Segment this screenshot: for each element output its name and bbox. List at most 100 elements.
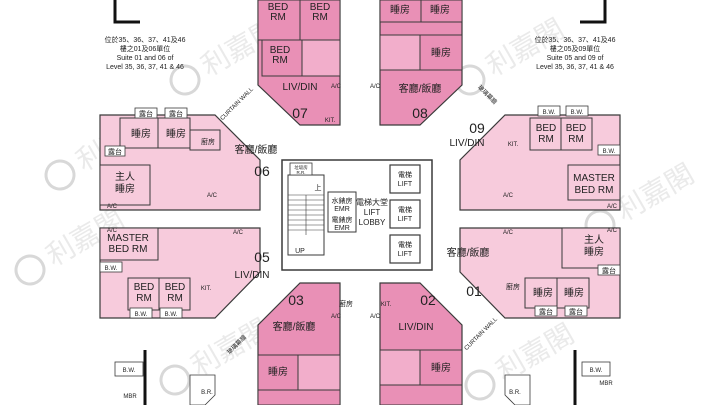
unit-06: 露台 露台 露台 睡房 睡房 主人 睡房 廚房 客廳/飯廳 06 A/C A/C… (99, 86, 277, 211)
svg-text:LIFT: LIFT (364, 208, 381, 217)
svg-text:A/C: A/C (607, 228, 618, 234)
svg-text:睡房: 睡房 (584, 245, 604, 258)
svg-text:玻璃幕牆: 玻璃幕牆 (476, 83, 499, 106)
unit-number: 05 (254, 249, 270, 265)
svg-text:B.W.: B.W. (543, 110, 556, 116)
unit-number: 08 (412, 105, 428, 121)
svg-text:A/C: A/C (331, 84, 342, 90)
svg-text:B.W.: B.W. (135, 312, 148, 318)
svg-text:A/C: A/C (107, 228, 118, 234)
svg-text:睡房: 睡房 (390, 3, 410, 16)
svg-text:位於35、36、37、41及46: 位於35、36、37、41及46 (105, 35, 186, 44)
svg-text:電梯大堂: 電梯大堂 (356, 197, 388, 207)
unit-08: 睡房 睡房 睡房 客廳/飯廳 08 A/C (370, 0, 463, 126)
ricacorp-logo-icon (169, 64, 201, 96)
corner-marker (113, 0, 140, 24)
unit-number: 09 (469, 120, 485, 136)
ricacorp-logo-icon (159, 364, 191, 396)
ricacorp-logo-icon (14, 254, 46, 286)
svg-text:位於35、36、37、41及46: 位於35、36、37、41及46 (535, 35, 616, 44)
svg-text:客廳/飯廳: 客廳/飯廳 (399, 82, 442, 95)
svg-text:Level 35, 36, 37, 41 & 46: Level 35, 36, 37, 41 & 46 (536, 64, 614, 71)
svg-text:A/C: A/C (503, 193, 514, 199)
lift-1: 電梯 LIFT (389, 164, 421, 194)
building-core: 上 UP 垃圾房 R.R. 水錶房 EMR 電錶房 EMR 電梯大堂 LIFT … (281, 159, 433, 271)
svg-text:電梯: 電梯 (398, 170, 412, 179)
svg-text:LIV/DIN: LIV/DIN (282, 82, 317, 93)
unit-number: 02 (420, 292, 436, 308)
svg-text:睡房: 睡房 (564, 286, 584, 299)
svg-text:B.W.: B.W. (590, 368, 603, 374)
svg-text:電梯: 電梯 (398, 240, 412, 249)
svg-text:UP: UP (295, 248, 305, 255)
svg-text:RM: RM (270, 12, 286, 23)
svg-text:睡房: 睡房 (115, 182, 135, 195)
unit-02: 02 LIV/DIN 睡房 KIT. A/C CURTAIN WALL (370, 282, 500, 405)
svg-text:睡房: 睡房 (431, 46, 451, 59)
svg-text:A/C: A/C (331, 314, 342, 320)
svg-text:B.W.: B.W. (571, 110, 584, 116)
svg-text:樓之05及09單位: 樓之05及09單位 (550, 44, 601, 53)
emr-room (327, 191, 357, 233)
note-left: 位於35、36、37、41及46 樓之01及06單位 Suite 01 and … (105, 35, 186, 71)
svg-text:LIFT: LIFT (398, 181, 413, 188)
svg-text:A/C: A/C (370, 314, 381, 320)
ricacorp-logo-icon (44, 159, 76, 191)
svg-text:KIT.: KIT. (508, 142, 519, 148)
ricacorp-logo-icon (464, 369, 496, 401)
svg-text:睡房: 睡房 (268, 365, 288, 378)
svg-text:垃圾房: 垃圾房 (294, 164, 308, 171)
svg-text:RM: RM (312, 12, 328, 23)
svg-text:BED: BED (310, 2, 331, 13)
svg-text:B.W.: B.W. (165, 312, 178, 318)
svg-text:主人: 主人 (584, 234, 604, 246)
svg-text:LOBBY: LOBBY (359, 218, 386, 227)
svg-text:露台: 露台 (108, 147, 122, 156)
svg-text:BED: BED (536, 123, 557, 134)
svg-text:RM: RM (272, 55, 288, 66)
svg-text:LIFT: LIFT (398, 216, 413, 223)
unit-03: 03 客廳/飯廳 睡房 廚房 A/C 玻璃幕牆 (225, 282, 353, 405)
svg-text:水錶房: 水錶房 (332, 196, 353, 205)
svg-text:A/C: A/C (607, 204, 618, 210)
svg-text:BED: BED (566, 123, 587, 134)
svg-text:RM: RM (568, 134, 584, 145)
svg-text:EMR: EMR (334, 206, 350, 213)
svg-text:KIT.: KIT. (325, 118, 336, 124)
svg-text:電梯: 電梯 (398, 205, 412, 214)
svg-text:睡房: 睡房 (533, 286, 553, 299)
svg-text:MBR: MBR (123, 394, 137, 400)
svg-text:客廳/飯廳: 客廳/飯廳 (273, 320, 316, 333)
svg-text:B.R.: B.R. (201, 390, 213, 396)
note-right: 位於35、36、37、41及46 樓之05及09單位 Suite 05 and … (535, 35, 616, 71)
svg-text:BED: BED (134, 282, 155, 293)
svg-text:BED RM: BED RM (109, 244, 148, 255)
svg-text:MASTER: MASTER (573, 173, 615, 184)
svg-text:CURTAIN WALL: CURTAIN WALL (220, 86, 256, 122)
svg-text:BED: BED (268, 2, 289, 13)
svg-text:LIV/DIN: LIV/DIN (398, 322, 433, 333)
svg-text:CURTAIN WALL: CURTAIN WALL (464, 316, 500, 352)
svg-text:A/C: A/C (207, 193, 218, 199)
lower-right-neighbour: B.W. MBR B.R. (504, 350, 613, 405)
svg-text:利嘉閣: 利嘉閣 (611, 157, 700, 228)
svg-text:BED: BED (165, 282, 186, 293)
svg-text:LIFT: LIFT (398, 251, 413, 258)
svg-text:B.R.: B.R. (509, 390, 521, 396)
svg-text:Suite 05 and 09 of: Suite 05 and 09 of (547, 55, 604, 62)
corner-marker (580, 0, 607, 24)
svg-text:廚房: 廚房 (339, 299, 353, 308)
svg-text:露台: 露台 (569, 307, 583, 316)
unit-07: BED RM BED RM BED RM LIV/DIN 07 KIT. A/C (257, 0, 342, 126)
unit-number: 01 (466, 283, 482, 299)
unit-05: B.W. B.W. B.W. MASTER BED RM BED RM BED … (99, 227, 270, 319)
unit-number: 03 (288, 292, 304, 308)
svg-text:廚房: 廚房 (201, 137, 215, 146)
svg-text:上: 上 (315, 183, 322, 192)
svg-text:RM: RM (167, 293, 183, 304)
svg-text:LIV/DIN: LIV/DIN (234, 270, 269, 281)
lift-3: 電梯 LIFT (389, 234, 421, 264)
svg-text:MASTER: MASTER (107, 233, 149, 244)
svg-text:RM: RM (136, 293, 152, 304)
